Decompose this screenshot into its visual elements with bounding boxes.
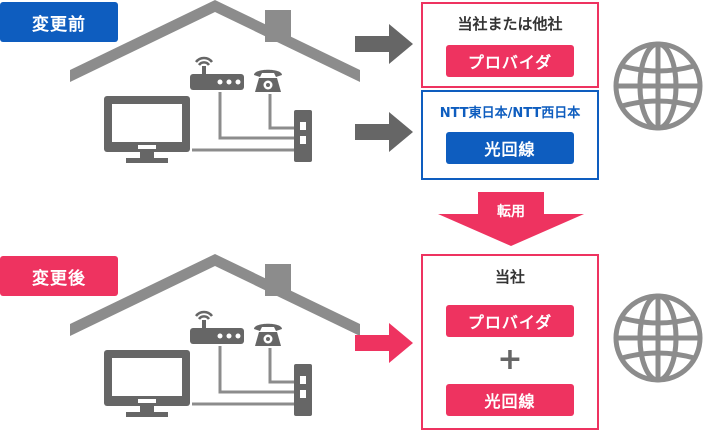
fiber-line-pill: 光回線 [446, 132, 574, 164]
provider-pill-label: プロバイダ [467, 53, 553, 72]
telephone-icon [254, 69, 282, 92]
fiber-line-pill-label: 光回線 [484, 392, 536, 411]
plus-sign: + [497, 342, 523, 377]
router-icon [190, 56, 244, 90]
current-line-box: NTT東日本/NTT西日本 光回線 [421, 90, 599, 180]
monitor-icon [104, 96, 190, 163]
onu-device-icon [294, 364, 312, 416]
cables-after [192, 346, 296, 406]
current-line-title: NTT東日本/NTT西日本 [439, 106, 581, 121]
house-icon [70, 0, 360, 82]
provider-pill-label: プロバイダ [467, 313, 553, 332]
provider-pill: プロバイダ [446, 305, 574, 337]
arrow-down-icon [438, 192, 584, 246]
transfer-label: 転用 [497, 204, 525, 220]
fiber-line-pill-label: 光回線 [484, 140, 536, 159]
arrow-right-icon [355, 24, 413, 64]
after-tag-label: 変更後 [32, 268, 86, 289]
telephone-icon [254, 323, 282, 346]
current-provider-title: 当社または他社 [457, 15, 563, 33]
globe-icon [613, 41, 703, 131]
after-box: 当社 プロバイダ + 光回線 [421, 254, 599, 430]
onu-device-icon [294, 110, 312, 162]
after-tag: 変更後 [0, 256, 118, 296]
globe-icon [613, 293, 703, 383]
arrow-right-icon [355, 323, 413, 363]
fiber-line-pill: 光回線 [446, 384, 574, 416]
monitor-icon [104, 350, 190, 417]
provider-pill: プロバイダ [446, 45, 574, 77]
router-icon [190, 310, 244, 344]
cables-before [192, 92, 296, 152]
after-box-title: 当社 [494, 268, 525, 286]
before-tag-label: 変更前 [32, 14, 86, 35]
arrow-right-icon [355, 112, 413, 152]
before-tag: 変更前 [0, 2, 118, 42]
current-provider-box: 当社または他社 プロバイダ [421, 2, 599, 88]
house-icon [70, 254, 360, 336]
